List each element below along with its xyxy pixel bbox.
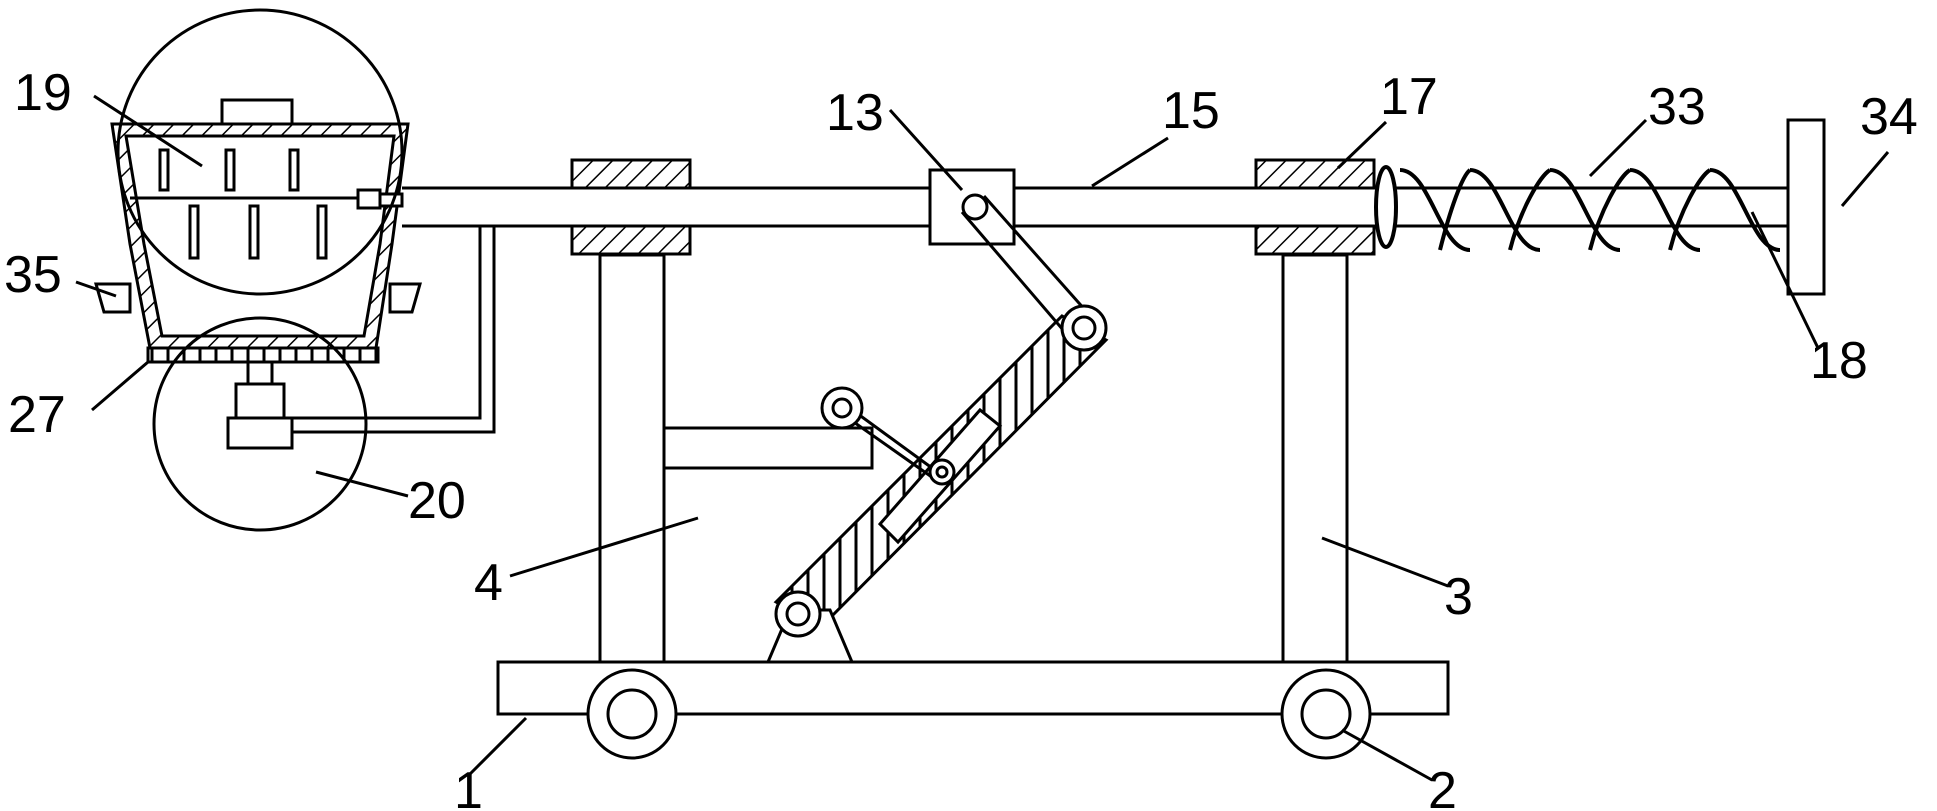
label-18: 18 bbox=[1810, 332, 1868, 390]
crank-link bbox=[820, 386, 956, 486]
hopper bbox=[94, 98, 422, 364]
right-bearing bbox=[1254, 158, 1376, 256]
feed-pipe-inner bbox=[292, 226, 482, 420]
wheel-left bbox=[586, 668, 678, 760]
label-15: 15 bbox=[1162, 82, 1220, 140]
label-33: 33 bbox=[1648, 78, 1706, 136]
label-35: 35 bbox=[4, 246, 62, 304]
connecting-link bbox=[960, 195, 1096, 339]
label-27: 27 bbox=[8, 386, 66, 444]
label-13: 13 bbox=[826, 84, 884, 142]
label-17: 17 bbox=[1380, 68, 1438, 126]
detail-circle-top bbox=[116, 8, 404, 296]
valve bbox=[226, 360, 294, 450]
right-post bbox=[1281, 253, 1349, 664]
left-bearing bbox=[570, 158, 692, 256]
label-3: 3 bbox=[1444, 568, 1473, 626]
left-post bbox=[598, 253, 666, 664]
end-plate bbox=[1786, 118, 1826, 296]
label-34: 34 bbox=[1860, 88, 1918, 146]
detail-circle-bottom bbox=[152, 316, 368, 532]
label-2: 2 bbox=[1428, 762, 1457, 811]
spring bbox=[1374, 165, 1781, 252]
label-4: 4 bbox=[474, 554, 503, 612]
label-1: 1 bbox=[454, 762, 483, 811]
wheel-right bbox=[1280, 668, 1372, 760]
slider-block bbox=[928, 168, 1016, 246]
label-19: 19 bbox=[14, 64, 72, 122]
label-20: 20 bbox=[408, 472, 466, 530]
post-bracket bbox=[662, 426, 874, 470]
feed-pipe bbox=[292, 226, 496, 434]
